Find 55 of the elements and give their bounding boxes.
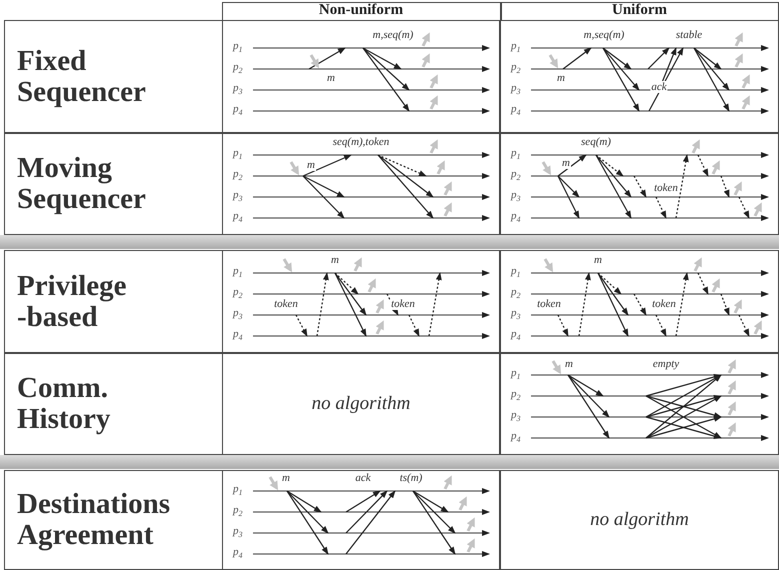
message-label: ack [354, 472, 372, 484]
process-label: p$_{1}$ [233, 147, 242, 164]
process-label: p$_{3}$ [511, 189, 520, 206]
message-label: m,seq(m) [372, 29, 414, 41]
message-label: stable [674, 29, 704, 41]
process-label: p$_{4}$ [511, 103, 520, 120]
message-label: token [653, 182, 679, 194]
process-label: p$_{2}$ [233, 286, 242, 302]
process-label: p$_{3}$ [233, 189, 242, 206]
process-label: p$_{2}$ [233, 168, 242, 184]
column-header: Non-uniform [318, 2, 404, 19]
column-header: Uniform [612, 2, 667, 19]
row-header: Moving Sequencer [17, 153, 147, 215]
row-header: Destinations Agreement [17, 489, 172, 551]
process-label: p$_{2}$ [511, 286, 520, 302]
process-label: p$_{1}$ [511, 147, 520, 164]
message-label: token [273, 298, 299, 310]
process-label: p$_{4}$ [233, 546, 242, 562]
message-label: seq(m) [580, 136, 612, 148]
process-label: p$_{1}$ [233, 40, 242, 56]
process-label: p$_{1}$ [233, 265, 242, 282]
process-label: p$_{4}$ [511, 210, 520, 226]
process-label: p$_{1}$ [233, 483, 242, 500]
row-header: Privilege -based [17, 270, 128, 332]
message-label: seq(m),token [332, 136, 390, 148]
message-label: ts(m) [398, 472, 424, 484]
process-label: p$_{4}$ [233, 103, 242, 120]
process-label: p$_{2}$ [233, 504, 242, 520]
process-label: p$_{3}$ [233, 525, 242, 542]
message-label: ack [650, 81, 668, 93]
message-label: m,seq(m) [582, 29, 626, 41]
process-label: p$_{4}$ [233, 210, 242, 226]
process-label: p$_{2}$ [511, 388, 520, 404]
process-label: p$_{3}$ [511, 82, 520, 98]
row-header: Fixed Sequencer [17, 46, 147, 108]
process-label: p$_{2}$ [511, 61, 520, 78]
message-label: empty [652, 358, 680, 370]
note-text: no algorithm [590, 509, 689, 531]
process-label: p$_{3}$ [511, 307, 520, 324]
process-label: p$_{1}$ [511, 265, 520, 282]
note-text: no algorithm [312, 393, 410, 415]
message-label: token [390, 298, 416, 310]
process-label: p$_{4}$ [511, 430, 520, 446]
process-label: p$_{1}$ [511, 367, 520, 384]
process-label: p$_{3}$ [511, 409, 520, 426]
process-label: p$_{4}$ [233, 328, 242, 344]
process-label: p$_{2}$ [511, 168, 520, 184]
message-label: token [536, 298, 562, 310]
process-label: p$_{1}$ [511, 40, 520, 56]
process-label: p$_{3}$ [233, 307, 242, 324]
process-label: p$_{4}$ [511, 328, 520, 344]
process-label: p$_{3}$ [233, 82, 242, 98]
message-label: token [651, 298, 677, 310]
row-header: Comm. History [17, 373, 112, 435]
process-label: p$_{2}$ [233, 61, 242, 78]
